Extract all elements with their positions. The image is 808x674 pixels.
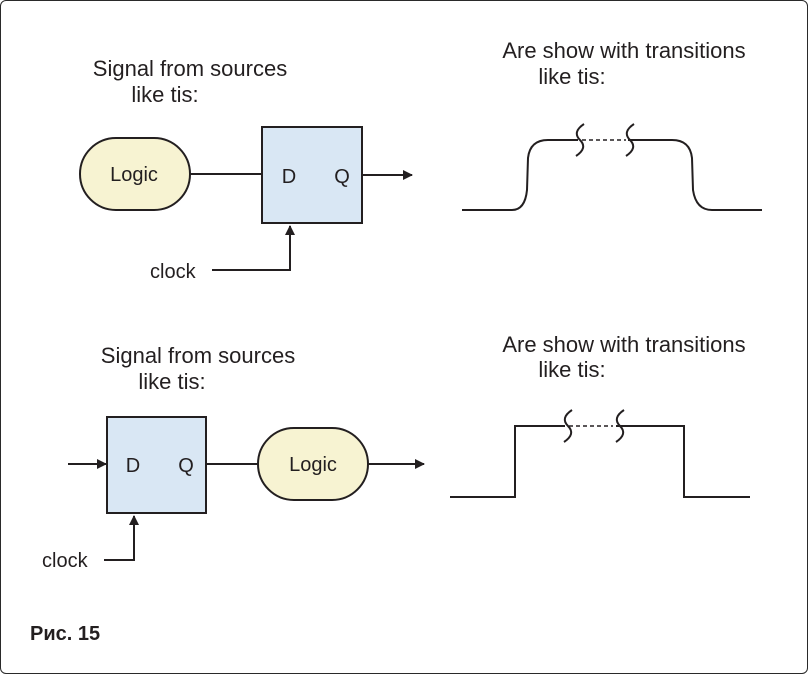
top-clock-arrow: [212, 225, 295, 271]
bottom-logic-label: Logic: [289, 454, 337, 476]
top-ff-d-label: D: [282, 166, 296, 188]
top-right-caption-line1: Are show with transitions: [502, 38, 745, 63]
bottom-clock-label: clock: [42, 550, 89, 572]
bottom-break-mark-right: [615, 409, 625, 443]
top-left-caption-line1: Signal from sources: [93, 56, 287, 81]
top-logic-label: Logic: [110, 164, 158, 186]
top-section: Signal from sources like tis: Logic D Q …: [79, 38, 762, 283]
bottom-section: Signal from sources like tis: D Q Logic …: [42, 332, 750, 572]
bottom-clock-arrow: [104, 515, 139, 561]
top-clock-label: clock: [150, 261, 197, 283]
bottom-right-caption-line2: like tis:: [538, 357, 605, 382]
top-left-caption-line2: like tis:: [131, 82, 198, 107]
bottom-left-caption-line1: Signal from sources: [101, 343, 295, 368]
top-break-mark-right: [625, 123, 635, 157]
bottom-ff-q-label: Q: [178, 455, 194, 477]
bottom-flipflop: [106, 416, 207, 514]
top-right-caption-line2: like tis:: [538, 64, 605, 89]
bottom-waveform-left: [450, 425, 565, 498]
top-waveform-right: [628, 139, 762, 211]
bottom-right-caption-line1: Are show with transitions: [502, 332, 745, 357]
top-waveform-left: [462, 139, 578, 211]
bottom-left-caption-line2: like tis:: [138, 369, 205, 394]
bottom-break-mark-left: [563, 409, 573, 443]
bottom-ff-d-label: D: [126, 455, 140, 477]
figure-label: Рис. 15: [30, 623, 100, 645]
top-flipflop: [261, 126, 363, 224]
bottom-waveform-right: [616, 425, 750, 498]
top-break-mark-left: [575, 123, 585, 157]
top-ff-q-label: Q: [334, 166, 350, 188]
